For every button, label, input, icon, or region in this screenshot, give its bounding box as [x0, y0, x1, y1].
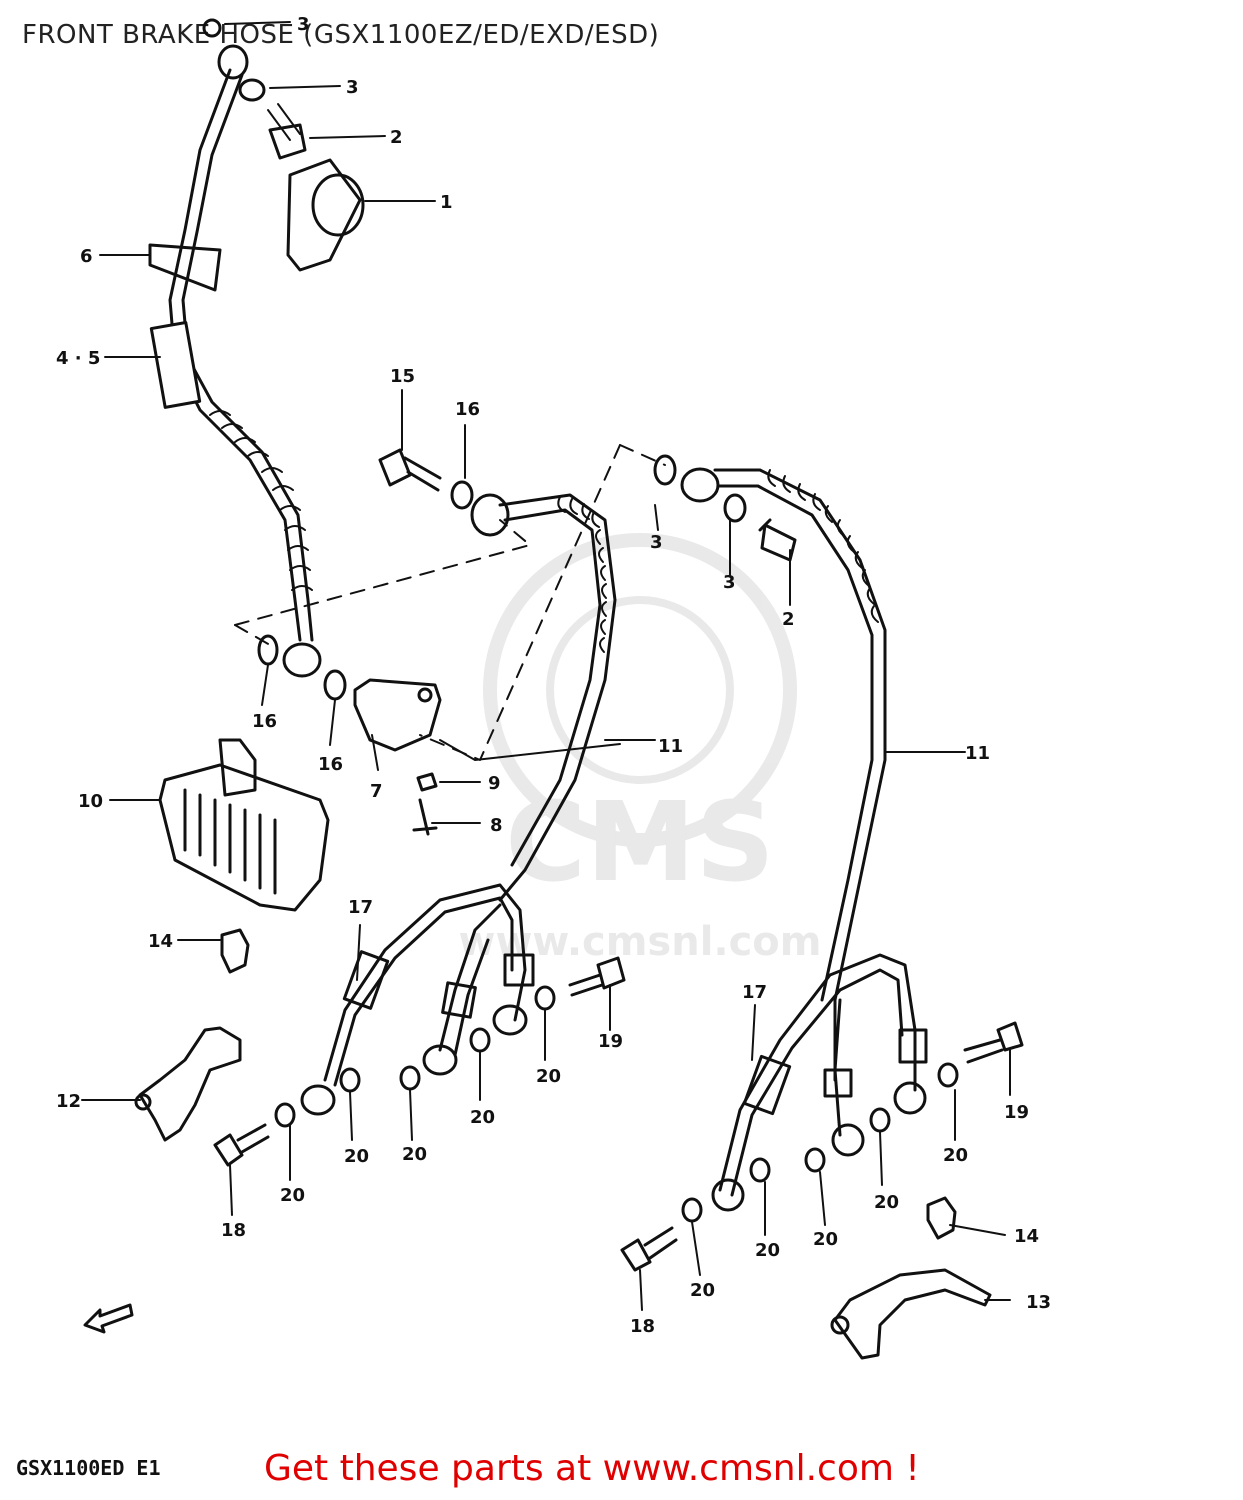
reservoir-cap-1	[286, 158, 362, 272]
hose-bracket-13	[833, 1268, 992, 1360]
callout-13: 13	[1026, 1292, 1051, 1313]
callout-20: 20	[874, 1192, 899, 1213]
callout-19: 19	[1004, 1102, 1029, 1123]
shop-link[interactable]: Get these parts at www.cmsnl.com !	[264, 1448, 920, 1489]
diagram-title: FRONT BRAKE HOSE (GSX1100EZ/ED/EXD/ESD)	[22, 20, 660, 50]
callout-4-5: 4 · 5	[56, 348, 100, 369]
callout-9: 9	[488, 773, 501, 794]
callout-20: 20	[690, 1280, 715, 1301]
watermark-url: www.cmsnl.com	[459, 919, 822, 965]
hose-bracket-12	[138, 1026, 242, 1142]
bleeder-cap-14-left	[220, 928, 250, 974]
callout-20: 20	[280, 1185, 305, 1206]
callout-17: 17	[348, 897, 373, 918]
union-bolt-19-left	[568, 956, 626, 997]
callout-16: 16	[455, 399, 480, 420]
callout-3: 3	[650, 532, 663, 553]
model-code: GSX1100ED E1	[16, 1456, 161, 1480]
watermark-logo: CMS www.cmsnl.com	[459, 533, 822, 965]
union-bolt-18-left	[213, 1123, 270, 1167]
callout-12: 12	[56, 1091, 81, 1112]
callout-7: 7	[370, 781, 383, 802]
callout-15: 15	[390, 366, 415, 387]
callout-11: 11	[965, 743, 990, 764]
callout-18: 18	[221, 1220, 246, 1241]
union-bolt-18-right	[620, 1226, 678, 1272]
brake-hose-11-right	[713, 468, 887, 1082]
banjo-fitting	[282, 642, 322, 678]
forward-arrow-icon	[83, 1303, 134, 1334]
callout-2: 2	[782, 609, 795, 630]
callout-19: 19	[598, 1031, 623, 1052]
callout-20: 20	[813, 1229, 838, 1250]
callout-10: 10	[78, 791, 103, 812]
callout-20: 20	[755, 1240, 780, 1261]
callout-20: 20	[943, 1145, 968, 1166]
callout-2: 2	[390, 127, 403, 148]
callout-20: 20	[536, 1066, 561, 1087]
brake-hose-11-left	[498, 493, 617, 902]
callout-8: 8	[490, 815, 503, 836]
callout-20: 20	[402, 1144, 427, 1165]
callout-16: 16	[318, 754, 343, 775]
junction-cover-10	[158, 763, 330, 912]
callout-3: 3	[297, 14, 310, 35]
callout-17: 17	[742, 982, 767, 1003]
union-bolt-15	[378, 448, 442, 492]
callout-14: 14	[1014, 1226, 1039, 1247]
callout-20: 20	[344, 1146, 369, 1167]
callout-6: 6	[80, 246, 93, 267]
callout-11: 11	[658, 736, 683, 757]
callout-14: 14	[148, 931, 173, 952]
watermark-text: CMS	[505, 778, 774, 906]
brake-junction-7	[353, 678, 442, 752]
hose-clamp-6	[148, 243, 222, 292]
callout-16: 16	[252, 711, 277, 732]
callout-3: 3	[346, 77, 359, 98]
callout-18: 18	[630, 1316, 655, 1337]
bleeder-cap-14-right	[926, 1196, 957, 1240]
callout-1: 1	[440, 192, 453, 213]
callout-20: 20	[470, 1107, 495, 1128]
union-bolt-19-right	[963, 1021, 1024, 1064]
callout-3: 3	[723, 572, 736, 593]
